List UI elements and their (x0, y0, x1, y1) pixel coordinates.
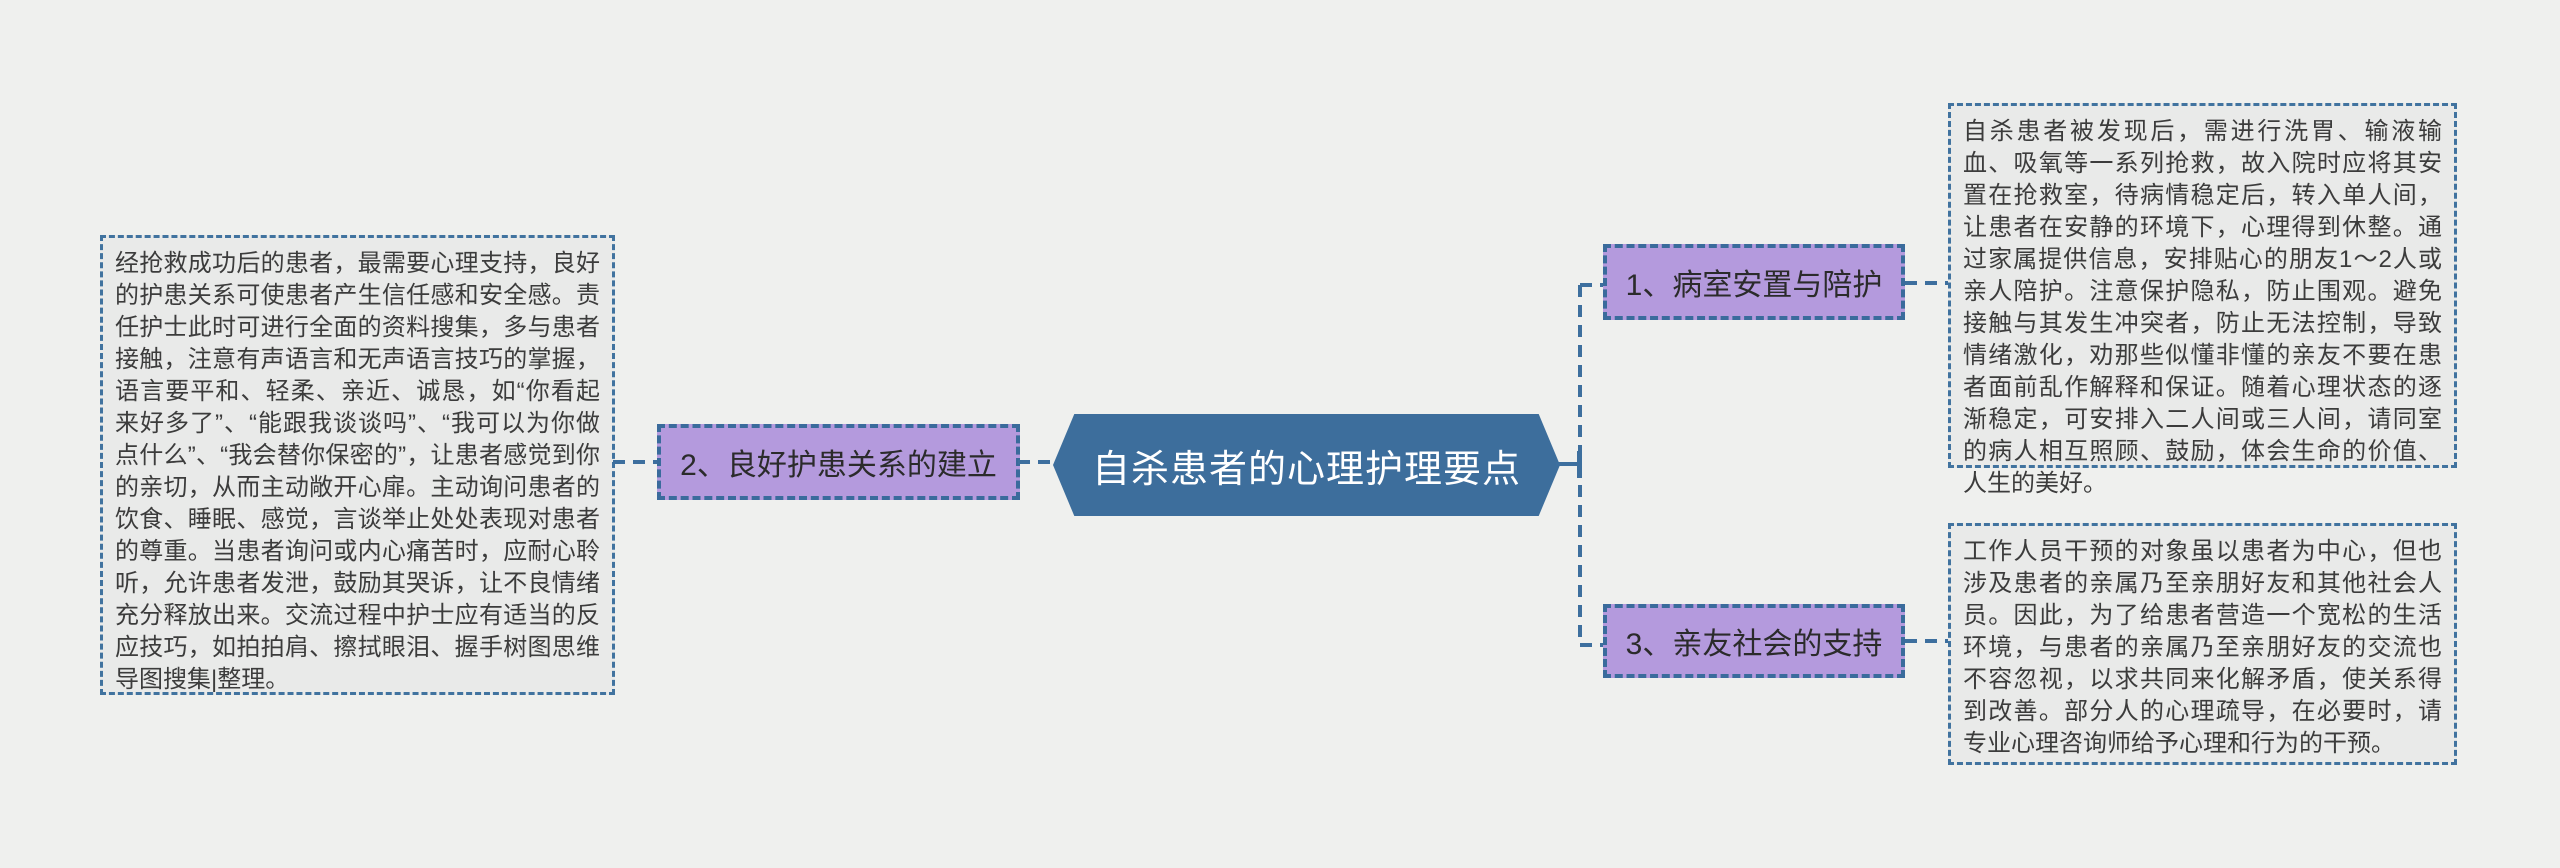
branch-node-3[interactable]: 3、亲友社会的支持 (1603, 604, 1905, 678)
note-box-branch-1[interactable]: 自杀患者被发现后，需进行洗胃、输液输血、吸氧等一系列抢救，故入院时应将其安置在抢… (1948, 103, 2457, 497)
connector-trunk-to-node3 (1580, 643, 1606, 647)
connector-node3-to-note3 (1905, 639, 1950, 643)
branch-node-2[interactable]: 2、良好护患关系的建立 (657, 424, 1020, 500)
connector-node1-to-note1 (1905, 281, 1950, 285)
connector-trunk-to-node1 (1580, 283, 1606, 287)
branch-label-1: 1、病室安置与陪护 (1625, 269, 1883, 302)
connector-node2-to-center (1018, 460, 1058, 464)
note-text-branch-1: 自杀患者被发现后，需进行洗胃、输液输血、吸氧等一系列抢救，故入院时应将其安置在抢… (1963, 118, 2442, 497)
branch-node-1[interactable]: 1、病室安置与陪护 (1603, 244, 1905, 320)
central-topic-node[interactable]: 自杀患者的心理护理要点 (1053, 414, 1560, 516)
branch-label-2: 2、良好护患关系的建立 (680, 449, 997, 482)
connector-note2-to-node2 (613, 460, 659, 464)
branch-label-3: 3、亲友社会的支持 (1625, 628, 1883, 661)
note-text-branch-2: 经抢救成功后的患者，最需要心理支持，良好的护患关系可使患者产生信任感和安全感。责… (115, 250, 600, 693)
connector-center-to-trunk (1556, 462, 1582, 466)
note-box-branch-3[interactable]: 工作人员干预的对象虽以患者为中心，但也涉及患者的亲属乃至亲朋好友和其他社会人员。… (1948, 523, 2457, 765)
connector-right-trunk (1578, 285, 1582, 645)
note-box-branch-2[interactable]: 经抢救成功后的患者，最需要心理支持，良好的护患关系可使患者产生信任感和安全感。责… (100, 235, 615, 695)
note-text-branch-3: 工作人员干预的对象虽以患者为中心，但也涉及患者的亲属乃至亲朋好友和其他社会人员。… (1963, 538, 2442, 757)
central-topic-label: 自杀患者的心理护理要点 (1091, 448, 1521, 491)
